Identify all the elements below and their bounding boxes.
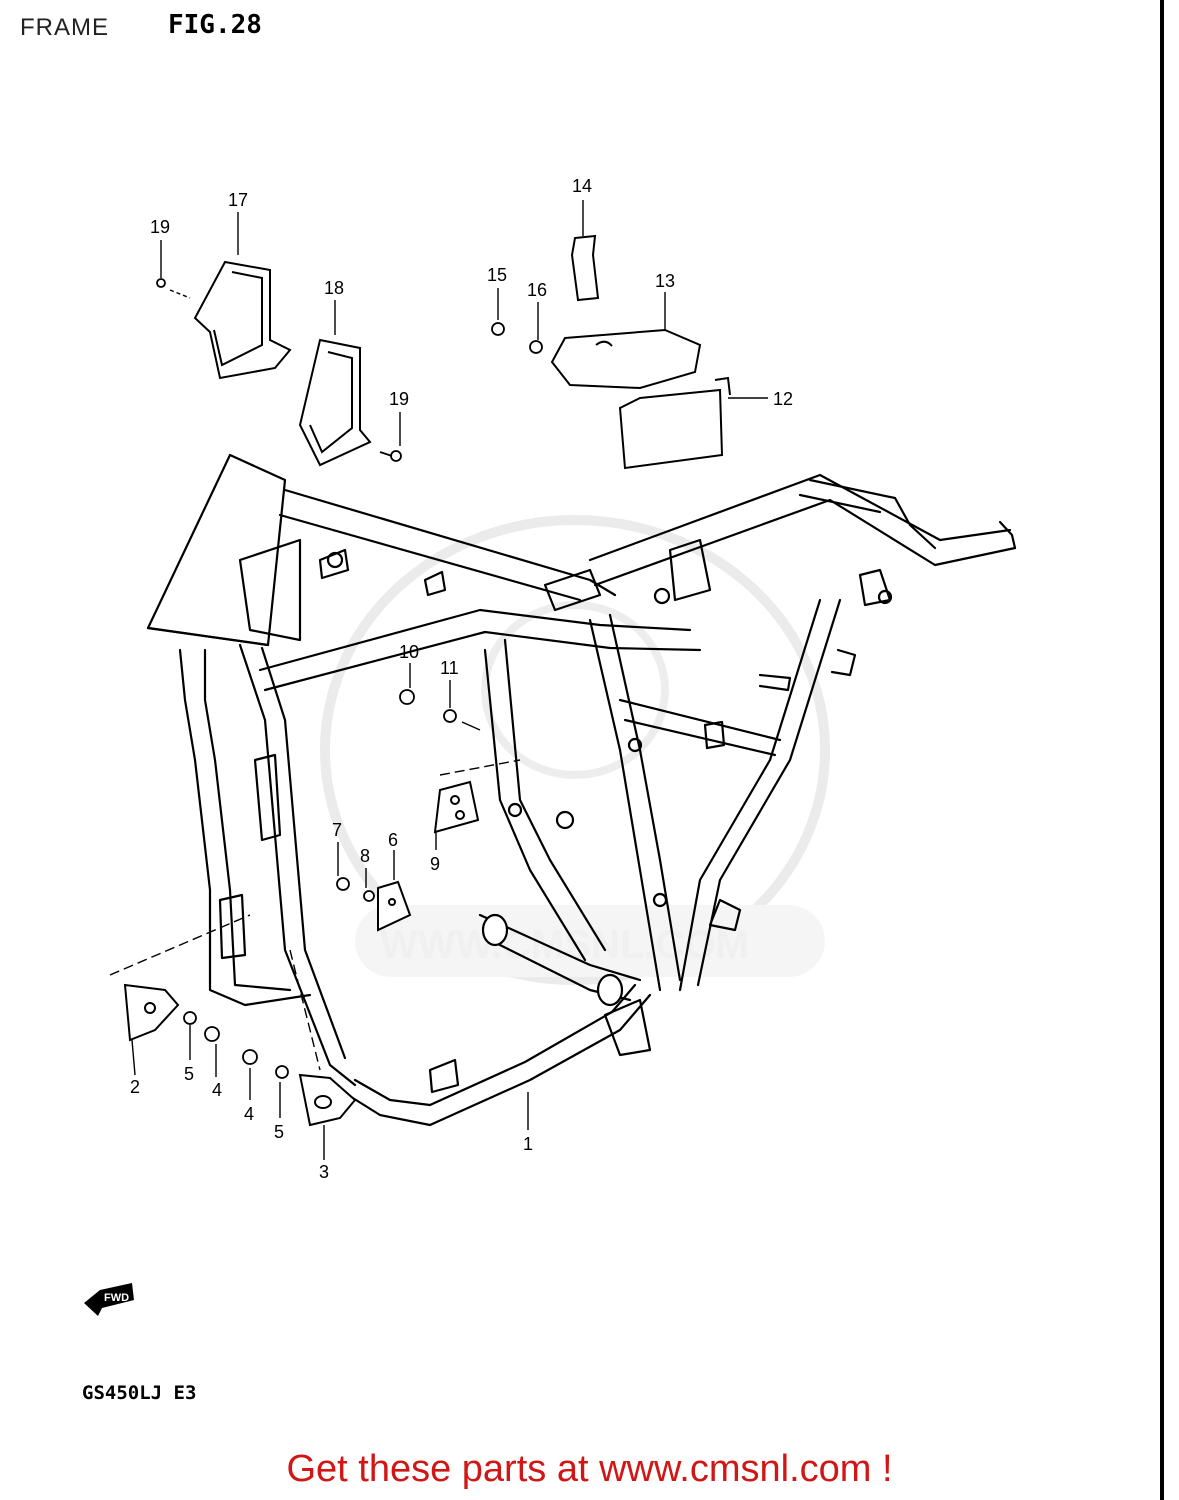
forward-arrow-icon: FWD xyxy=(84,1283,134,1316)
watermark-text: WWW.CMSNL.COM xyxy=(380,923,749,967)
part-17-cover xyxy=(193,260,292,380)
callout-3: 3 xyxy=(319,1162,329,1182)
callout-8: 8 xyxy=(360,846,370,866)
callout-19b: 19 xyxy=(389,389,409,409)
callout-13: 13 xyxy=(655,271,675,291)
callout-1: 1 xyxy=(523,1134,533,1154)
model-code: GS450LJ E3 xyxy=(82,1382,197,1404)
callout-17: 17 xyxy=(228,190,248,210)
callout-4b: 4 xyxy=(244,1104,254,1124)
callout-12: 12 xyxy=(773,389,793,409)
callout-2: 2 xyxy=(130,1077,140,1097)
callout-15: 15 xyxy=(487,265,507,285)
main-frame xyxy=(146,453,1017,1127)
callout-10: 10 xyxy=(399,642,419,662)
parts-shop-link[interactable]: Get these parts at www.cmsnl.com ! xyxy=(286,1448,893,1490)
callout-19a: 19 xyxy=(150,217,170,237)
forward-arrow-label: FWD xyxy=(104,1292,129,1304)
callout-5a: 5 xyxy=(184,1064,194,1084)
page-border-line xyxy=(1160,0,1164,1500)
part-3-bracket xyxy=(298,1073,357,1127)
part-18-cover xyxy=(298,338,372,467)
callout-18: 18 xyxy=(324,278,344,298)
callout-16: 16 xyxy=(527,280,547,300)
part-9-bracket xyxy=(433,780,480,834)
callout-4a: 4 xyxy=(212,1080,222,1100)
callout-5b: 5 xyxy=(274,1122,284,1142)
part-13-pad xyxy=(550,328,702,390)
callout-9: 9 xyxy=(430,854,440,874)
part-2-bracket xyxy=(123,983,180,1042)
part-6-bracket xyxy=(377,880,412,932)
section-title: FRAME xyxy=(20,14,109,41)
part-14-band xyxy=(570,234,600,302)
frame-parts-diagram: WWW.CMSNL.COM xyxy=(84,176,1017,1316)
figure-label: FIG.28 xyxy=(168,10,262,40)
callout-labels: 1 2 3 4 4 5 5 6 7 8 9 10 11 12 13 14 15 … xyxy=(130,176,793,1182)
part-12-tray xyxy=(618,376,731,470)
callout-11: 11 xyxy=(440,658,459,678)
leader-lines xyxy=(109,200,768,1160)
fasteners xyxy=(156,278,543,1079)
callout-7: 7 xyxy=(332,820,342,840)
callout-6: 6 xyxy=(388,830,398,850)
callout-14: 14 xyxy=(572,176,592,196)
